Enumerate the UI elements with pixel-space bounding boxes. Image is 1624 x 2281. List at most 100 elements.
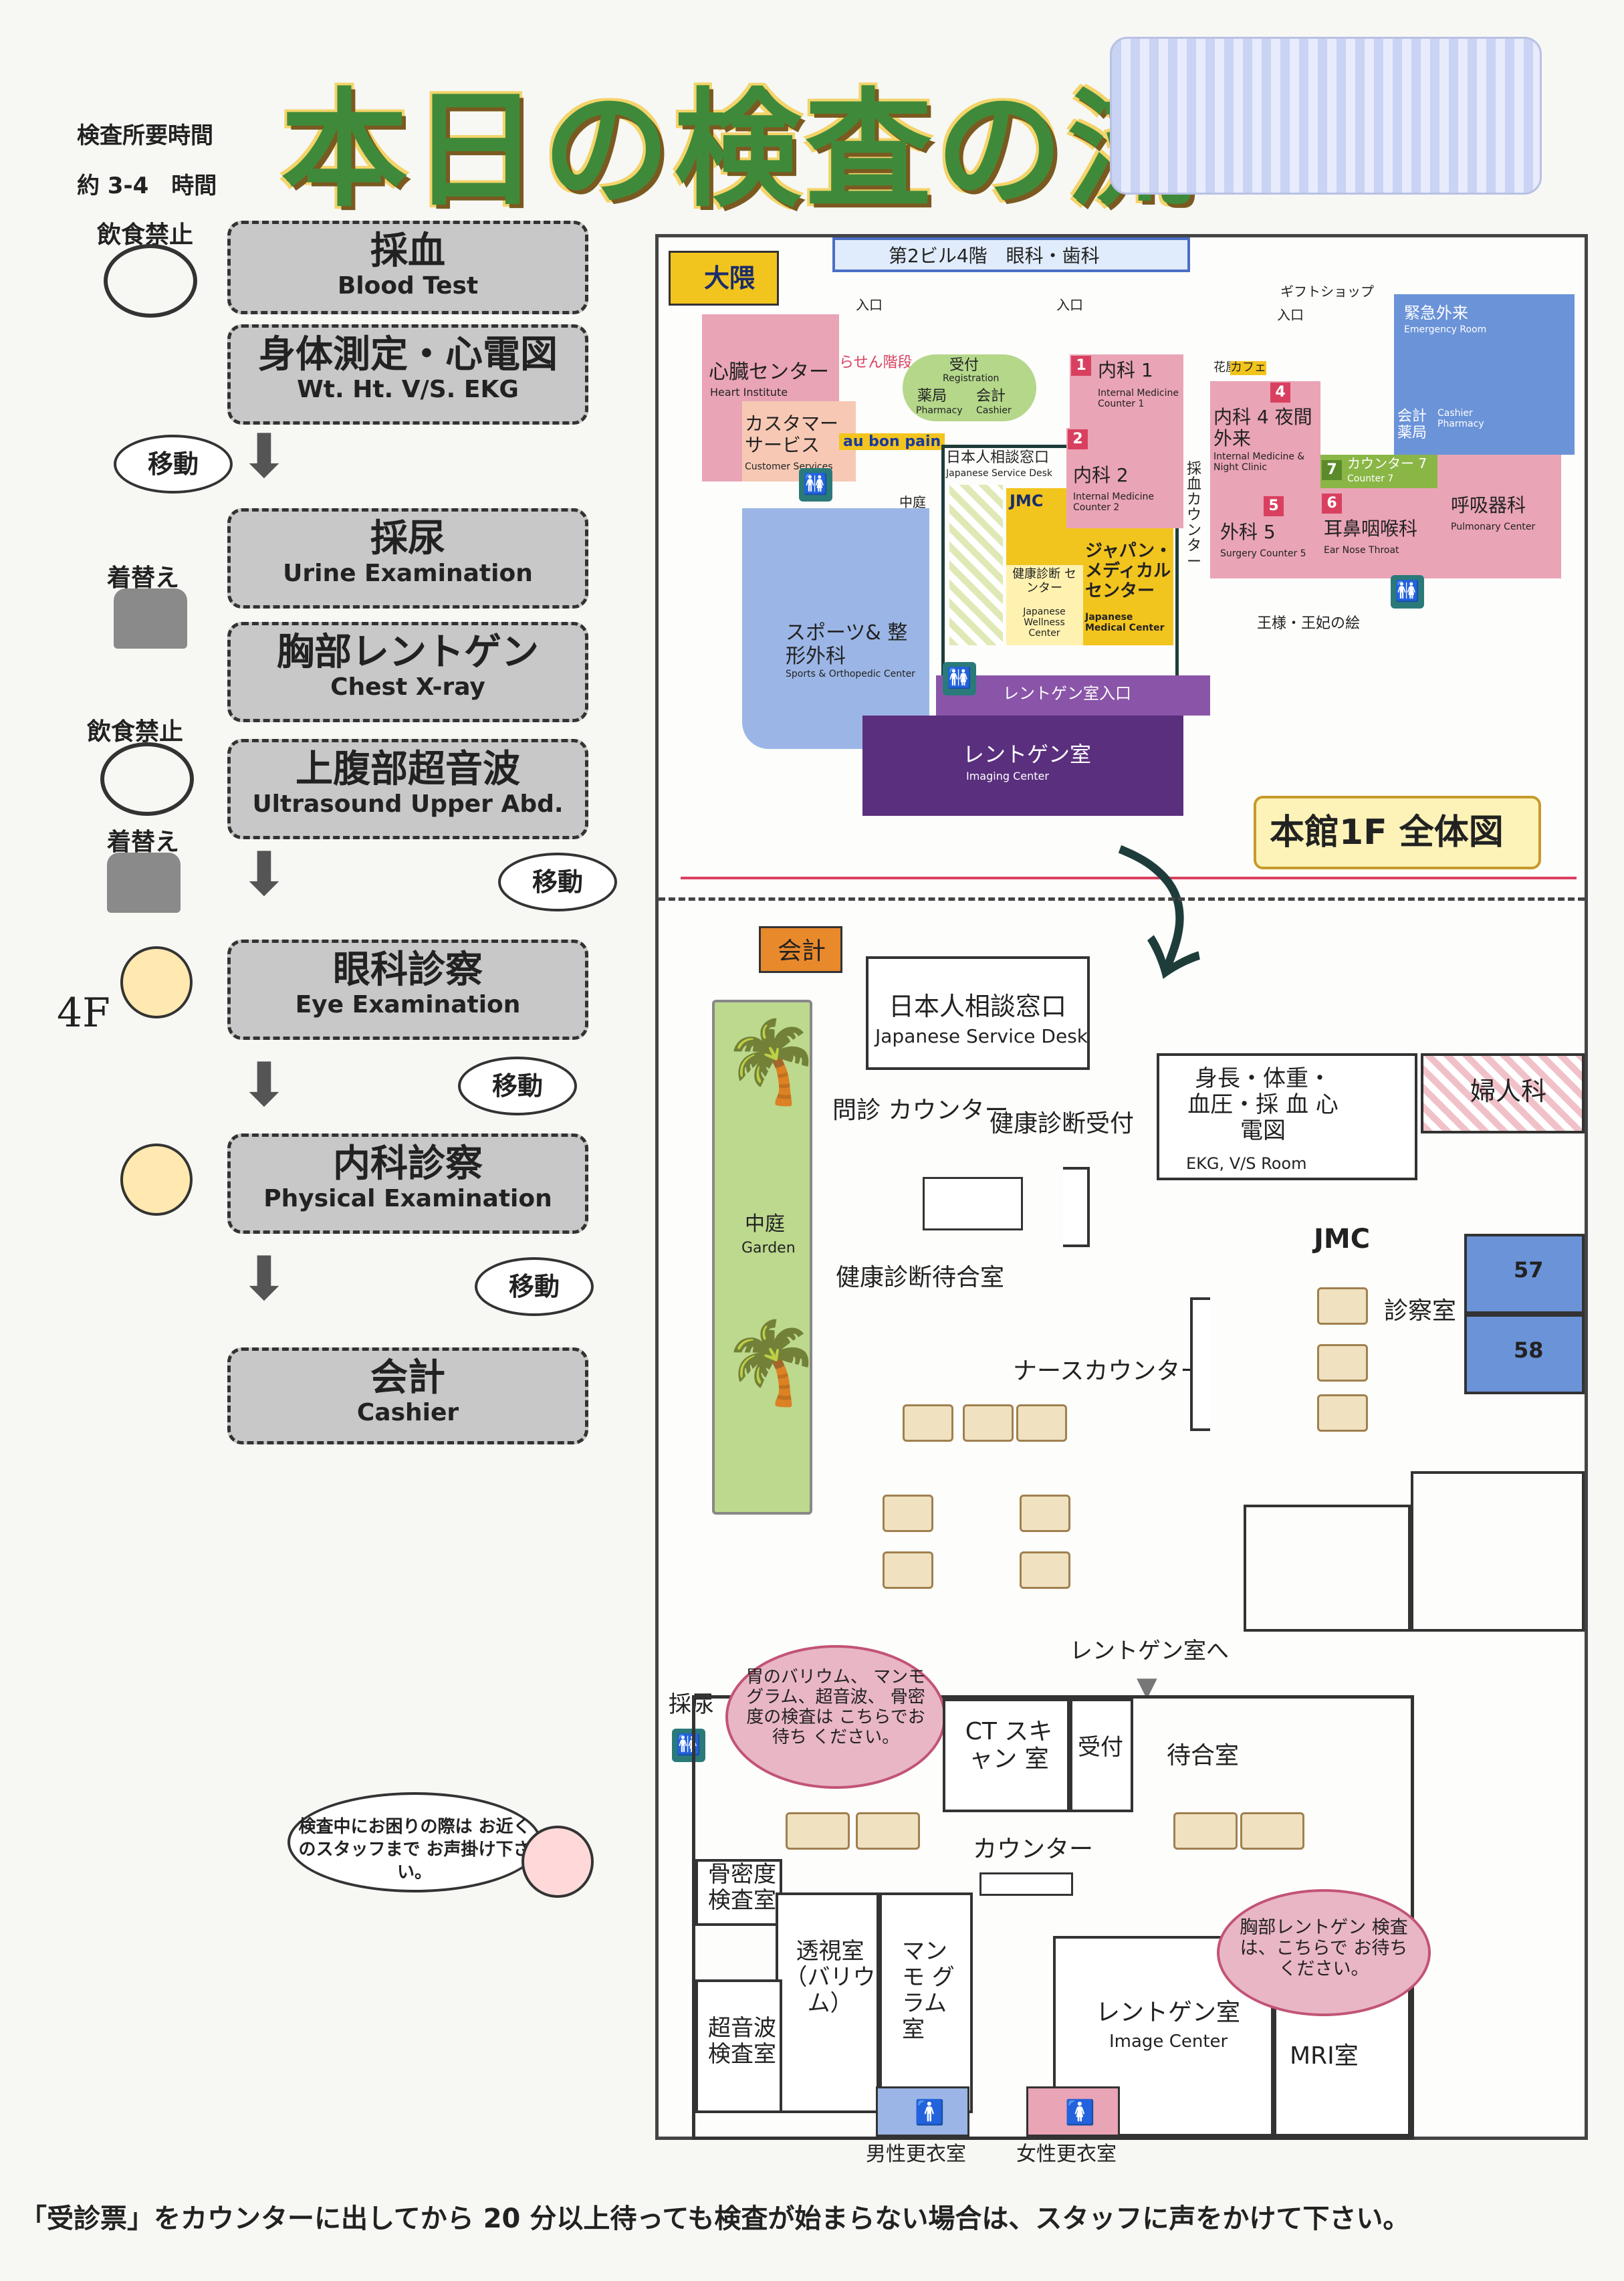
- jpdesk-detail-jp: 日本人相談窓口: [889, 992, 1067, 1021]
- pharmacy-en: Pharmacy: [916, 405, 963, 416]
- imaging-en: Imaging Center: [966, 770, 1049, 782]
- ultrasound-label: 超音波 検査室: [708, 2015, 776, 2068]
- seat: [856, 1812, 920, 1850]
- pulmonary-jp: 呼吸器科: [1451, 494, 1526, 516]
- no-food-icon-2: [100, 742, 194, 816]
- badge-7: 7: [1322, 460, 1342, 480]
- restroom-icon-2: 🚻: [943, 662, 976, 695]
- xray-entrance-corridor: レントゲン室入口: [936, 675, 1210, 716]
- mammo-label: マンモ グラム 室: [902, 1938, 955, 2044]
- xray-reception: 受付: [1070, 1699, 1133, 1812]
- seat: [883, 1551, 933, 1589]
- doctor-icon-2: [120, 1144, 193, 1216]
- seat: [1020, 1551, 1070, 1589]
- badge-6: 6: [1322, 494, 1342, 514]
- jmc-jp: ジャパン・ メディカル センター: [1085, 541, 1173, 601]
- change-clothes-label-2: 着替え: [107, 829, 180, 856]
- imaging-jp: レントゲン室: [963, 742, 1092, 767]
- im4-en: Internal Medicine & Night Clinic: [1213, 451, 1305, 473]
- hospital-logo-text: 大隈: [704, 263, 756, 293]
- step-eye-exam-jp: 眼科診察: [333, 948, 483, 992]
- emergency-jp: 緊急外来: [1404, 304, 1468, 322]
- step-urine-en: Urine Examination: [283, 559, 533, 587]
- reception-jp: 受付: [949, 357, 979, 374]
- heart-en: Heart Institute: [710, 386, 788, 399]
- step-blood-test: 採血 Blood Test: [227, 221, 588, 314]
- no-food-label-2: 飲食禁止: [87, 718, 184, 746]
- surgery-en: Surgery Counter 5: [1220, 548, 1306, 559]
- duration-value: 約 3-4 時間: [77, 173, 217, 199]
- counter-7: 7 カウンター 7 Counter 7: [1320, 455, 1437, 488]
- pulmonary-en: Pulmonary Center: [1451, 522, 1536, 532]
- palm-tree-icon: 🌴: [721, 1016, 822, 1109]
- wellness-jp: 健康診断 センター: [1012, 567, 1076, 595]
- duration-label: 検査所要時間: [77, 122, 213, 149]
- step-physical-exam-jp: 内科診察: [333, 1142, 483, 1186]
- step-physical-exam: 内科診察 Physical Examination: [227, 1133, 588, 1234]
- king-queen-painting: 王様・王妃の絵: [1257, 615, 1361, 632]
- im2-jp: 内科 2: [1073, 464, 1129, 486]
- heart-jp: 心臓センター: [709, 360, 829, 384]
- step-ultrasound-jp: 上腹部超音波: [296, 748, 520, 791]
- seat: [883, 1495, 933, 1532]
- no-food-icon: [104, 244, 197, 318]
- jp-service-desk: 日本人相談窓口 Japanese Service Desk: [866, 956, 1090, 1070]
- vitals-en: EKG, V/S Room: [1186, 1154, 1307, 1173]
- men-changing-label: 男性更衣室: [866, 2143, 966, 2166]
- seat: [1020, 1495, 1070, 1532]
- nurse-counter: ナースカウンター: [1013, 1357, 1205, 1385]
- step-ultrasound-en: Ultrasound Upper Abd.: [252, 790, 564, 818]
- cashier-box: 会計: [759, 926, 842, 973]
- vitals-room: 身長・体重・ 血圧・採 血 心電図 EKG, V/S Room: [1157, 1053, 1417, 1180]
- to-xray: レントゲン室へ: [1070, 1638, 1229, 1664]
- internal-med-1: 1 内科 1 Internal Medicine Counter 1: [1070, 354, 1183, 441]
- surgery-5: 5 外科 5 Surgery Counter 5: [1210, 495, 1320, 578]
- map-divider: [659, 897, 1585, 901]
- counter7-en: Counter 7: [1347, 473, 1394, 484]
- blood-counter: 採血カウンター: [1187, 461, 1202, 570]
- step-urine: 採尿 Urine Examination: [227, 508, 588, 609]
- step-blood-test-en: Blood Test: [337, 271, 479, 300]
- im2-en: Internal Medicine Counter 2: [1073, 492, 1154, 514]
- seat: [1317, 1287, 1368, 1325]
- hospital-logo: 大隈: [669, 251, 779, 306]
- men-changing-room: 🚹: [876, 2086, 969, 2137]
- surgery-jp: 外科 5: [1220, 521, 1276, 543]
- chest-bubble-text: 胸部レントゲン 検査は、こちらで お待ちください。: [1217, 1889, 1431, 2016]
- ent-6: 7 カウンター 7 Counter 7 6 耳鼻咽喉科 Ear Nose Thr…: [1320, 455, 1437, 578]
- internal-med-4: 4 内科 4 夜間外来 Internal Medicine & Night Cl…: [1210, 381, 1320, 495]
- seat: [1240, 1812, 1304, 1850]
- badge-4: 4: [1270, 383, 1290, 403]
- courtyard-label: 中庭: [899, 494, 926, 510]
- shirt-icon-2: [107, 853, 181, 913]
- wellness-reception: 健康診断受付: [990, 1110, 1135, 1137]
- cashier-detail: 会計: [778, 938, 826, 965]
- seat: [903, 1404, 953, 1442]
- arrow-down-icon: ⬇: [239, 421, 289, 492]
- move-bubble-1: 移動: [114, 435, 233, 494]
- doctor-icon: [120, 946, 193, 1018]
- palm-tree-icon-2: 🌴: [721, 1317, 822, 1410]
- step-chest-xray-jp: 胸部レントゲン: [277, 631, 539, 674]
- footer-note: 「受診票」をカウンターに出してから 20 分以上待っても検査が始まらない場合は、…: [20, 2203, 1410, 2234]
- customer-services: カスタマー サービス Customer Services: [742, 401, 856, 481]
- reception-area: 受付 Registration 薬局 Pharmacy 会計 Cashier: [903, 354, 1036, 421]
- spiral-stairs: らせん階段: [839, 354, 913, 371]
- gynecology: 婦人科: [1421, 1053, 1585, 1133]
- gynecology-label: 婦人科: [1470, 1077, 1547, 1106]
- step-eye-exam: 眼科診察 Eye Examination: [227, 940, 588, 1040]
- overall-map-label: 本館1F 全体図: [1270, 812, 1504, 853]
- women-icon: 🚺: [1065, 2099, 1095, 2127]
- xray-en: Image Center: [1109, 2032, 1228, 2052]
- room-block-1: [1244, 1505, 1411, 1632]
- fluoro-room: 透視室 （バリウム）: [776, 1892, 879, 2113]
- interview-counter: 問診 カウンター: [832, 1097, 1009, 1124]
- bone-density-room: 骨密度 検査室: [695, 1859, 782, 1926]
- seat: [1317, 1394, 1368, 1432]
- staff-icon: [521, 1826, 594, 1898]
- pharmacy-jp: 薬局: [917, 388, 947, 405]
- room-block-2: [1411, 1471, 1585, 1632]
- cashier-jp: 会計: [976, 388, 1006, 405]
- barium-bubble: 胃のバリウム、 マンモグラム、超音波、 骨密度の検査は こちらでお待ち ください…: [725, 1645, 946, 1789]
- bone-label: 骨密度 検査室: [708, 1861, 776, 1915]
